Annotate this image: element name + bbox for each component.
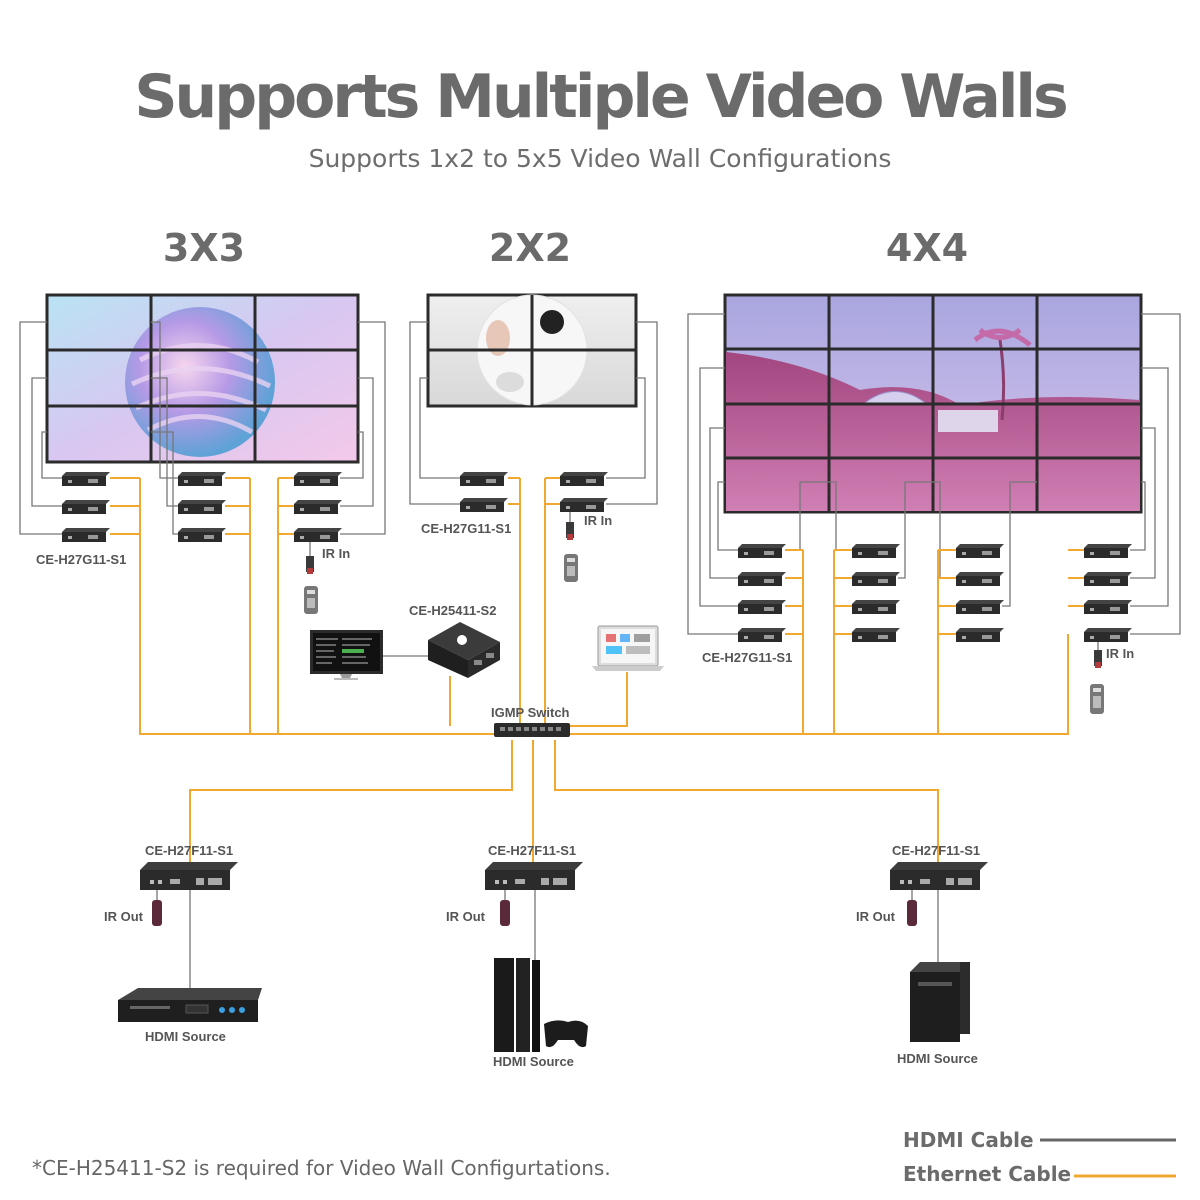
hdmi-source-label-3: HDMI Source (897, 1051, 978, 1066)
management-monitor (310, 630, 383, 680)
receiver-unit (852, 628, 900, 642)
receiver-unit (956, 544, 1004, 558)
receiver-unit (460, 472, 508, 486)
receiver-unit (294, 500, 342, 514)
hdmi-source-label-1: HDMI Source (145, 1029, 226, 1044)
receiver-unit (294, 528, 342, 542)
receiver-unit (62, 472, 110, 486)
transmitter-label-1: CE-H27F11-S1 (145, 843, 234, 858)
footnote: *CE-H25411-S2 is required for Video Wall… (32, 1156, 611, 1180)
hdmi-cables (19, 313, 1181, 990)
receivers (62, 472, 1132, 642)
controller-device (428, 622, 500, 678)
ir-out-label-3: IR Out (856, 909, 895, 924)
receiver-unit (62, 500, 110, 514)
receiver-unit (460, 498, 508, 512)
ethernet-cables (110, 477, 1084, 862)
receiver-unit (1084, 600, 1132, 614)
desktop-pc (910, 962, 970, 1042)
igmp-switch (494, 723, 570, 737)
ir-receivers (304, 522, 1104, 714)
receiver-label-2x2: CE-H27G11-S1 (421, 521, 512, 536)
ir-out-label-1: IR Out (104, 909, 143, 924)
receiver-unit (178, 528, 226, 542)
sphere-artwork (125, 307, 275, 457)
receiver-unit (178, 500, 226, 514)
page-title: Supports Multiple Video Walls (134, 62, 1068, 132)
receiver-unit (956, 600, 1004, 614)
wall-label-2x2: 2X2 (488, 226, 572, 270)
page-subtitle: Supports 1x2 to 5x5 Video Wall Configura… (308, 144, 892, 173)
receiver-unit (1084, 628, 1132, 642)
receiver-unit (956, 572, 1004, 586)
receiver-label-3x3: CE-H27G11-S1 (36, 552, 127, 567)
transmitter-label-2: CE-H27F11-S1 (488, 843, 577, 858)
receiver-unit (852, 544, 900, 558)
receiver-unit (738, 572, 786, 586)
controller-label: CE-H25411-S2 (409, 603, 497, 618)
legend-hdmi-label: HDMI Cable (903, 1128, 1034, 1152)
receiver-unit (178, 472, 226, 486)
video-wall-4x4 (723, 293, 1143, 514)
hdmi-source-label-2: HDMI Source (493, 1054, 574, 1069)
video-wall-2x2 (426, 293, 638, 408)
game-console (494, 958, 588, 1052)
receiver-unit (560, 472, 608, 486)
receiver-unit (738, 544, 786, 558)
ir-out-label-2: IR Out (446, 909, 485, 924)
receiver-unit (956, 628, 1004, 642)
receiver-label-4x4: CE-H27G11-S1 (702, 650, 793, 665)
receiver-unit (738, 628, 786, 642)
legend-ethernet-label: Ethernet Cable (903, 1162, 1072, 1186)
ir-in-label-4x4: IR In (1106, 646, 1135, 661)
wall-label-4x4: 4X4 (885, 226, 969, 270)
switch-label: IGMP Switch (491, 705, 570, 720)
receiver-unit (560, 498, 608, 512)
receiver-unit (852, 572, 900, 586)
laptop (592, 625, 664, 671)
receiver-unit (294, 472, 342, 486)
video-wall-3x3 (45, 293, 360, 464)
ir-in-label-2x2: IR In (584, 513, 613, 528)
wall-label-3x3: 3X3 (162, 226, 246, 270)
transmitter-label-3: CE-H27F11-S1 (892, 843, 981, 858)
transmitters (140, 862, 988, 890)
receiver-unit (1084, 572, 1132, 586)
dvd-player (118, 988, 262, 1022)
ir-out-dongles (152, 900, 917, 926)
receiver-unit (1084, 544, 1132, 558)
receiver-unit (738, 600, 786, 614)
receiver-unit (62, 528, 110, 542)
receiver-unit (852, 600, 900, 614)
ir-in-label-3x3: IR In (322, 546, 351, 561)
